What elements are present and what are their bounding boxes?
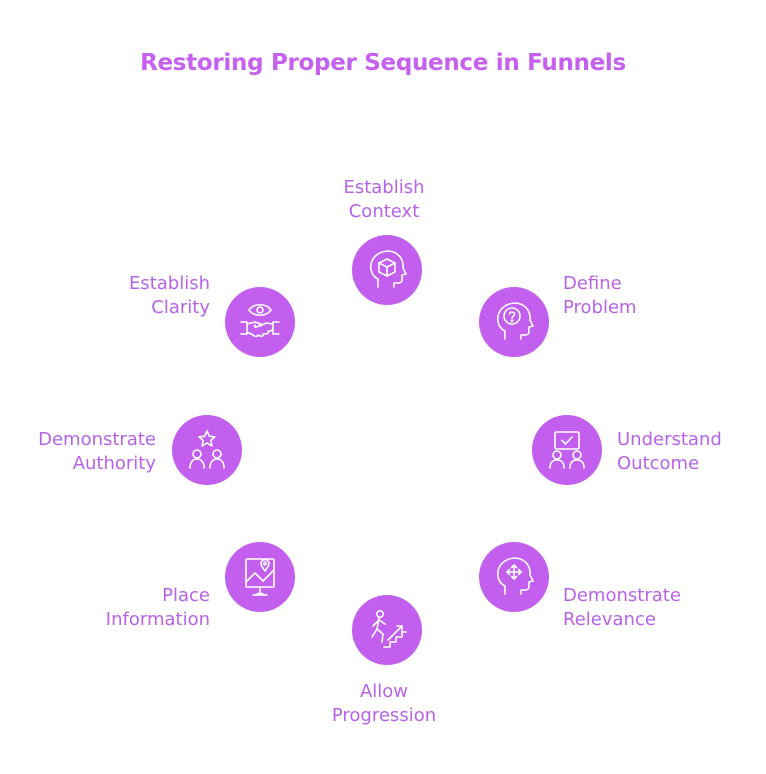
head-arrows-icon bbox=[496, 557, 534, 595]
label-establish-context: Establish Context bbox=[343, 177, 425, 222]
label-place-information: Place Information bbox=[105, 585, 210, 630]
node-allow-progression bbox=[352, 595, 422, 665]
label-demonstrate-relevance: Demonstrate Relevance bbox=[563, 585, 681, 630]
label-establish-clarity: Establish Clarity bbox=[128, 273, 210, 318]
people-star-icon bbox=[189, 430, 225, 469]
diagram-title: Restoring Proper Sequence in Funnels bbox=[140, 50, 626, 76]
node-demonstrate-relevance bbox=[479, 542, 549, 612]
node-establish-clarity bbox=[225, 287, 295, 357]
person-stairs-icon bbox=[371, 609, 407, 648]
label-understand-outcome: Understand Outcome bbox=[617, 429, 722, 474]
head-question-icon bbox=[496, 302, 534, 340]
node-understand-outcome bbox=[532, 415, 602, 485]
label-allow-progression: Allow Progression bbox=[331, 681, 437, 726]
label-demonstrate-authority: Demonstrate Authority bbox=[38, 429, 156, 474]
map-board-icon bbox=[245, 558, 275, 596]
node-establish-context bbox=[352, 235, 422, 305]
node-define-problem bbox=[479, 287, 549, 357]
head-cube-icon bbox=[369, 250, 407, 288]
eye-handshake-icon bbox=[240, 303, 280, 338]
people-check-screen-icon bbox=[549, 431, 585, 469]
node-place-information bbox=[225, 542, 295, 612]
node-demonstrate-authority bbox=[172, 415, 242, 485]
label-define-problem: Define Problem bbox=[563, 273, 637, 318]
